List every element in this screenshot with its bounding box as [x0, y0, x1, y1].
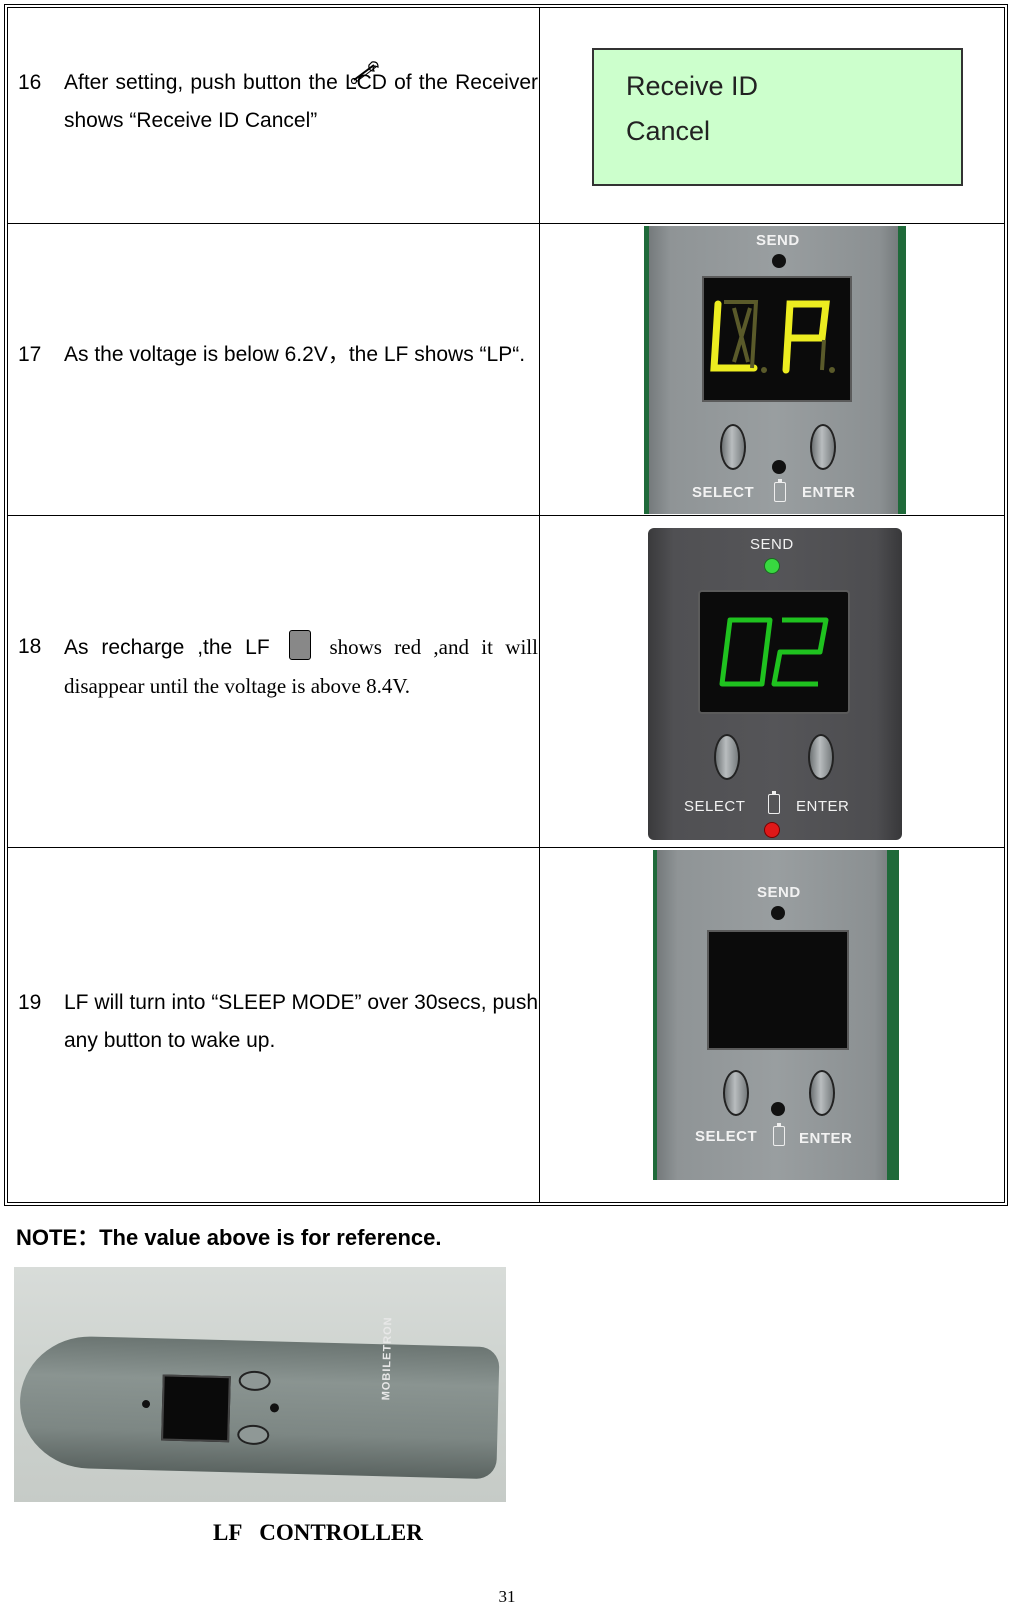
enter-label: ENTER: [802, 484, 856, 501]
lf-display: [698, 590, 850, 714]
send-led-green: [764, 558, 780, 574]
battery-icon: [774, 479, 786, 502]
lf-display: [702, 276, 852, 402]
send-label: SEND: [757, 884, 801, 901]
status-led: [771, 1102, 785, 1116]
step-18-text: 18 As recharge ,the LF shows red ,and it…: [18, 628, 538, 706]
lp-digits: [710, 300, 835, 374]
step-19-text: 19 LF will turn into “SLEEP MODE” over 3…: [18, 984, 538, 1060]
select-label: SELECT: [684, 798, 746, 815]
controller-status-led: [269, 1403, 280, 1413]
send-led: [771, 906, 785, 920]
table-row-19: 19 LF will turn into “SLEEP MODE” over 3…: [8, 848, 1004, 1202]
digits-02: [719, 617, 829, 687]
controller-body: MOBILETRON: [18, 1316, 500, 1480]
column-divider: [539, 8, 540, 1202]
select-label: SELECT: [692, 484, 755, 501]
controller-enter-button: [238, 1370, 271, 1392]
lf-panel-lp: SEND: [644, 226, 906, 514]
battery-icon: [768, 791, 780, 814]
step-17-description: As the voltage is below 6.2V，the LF show…: [64, 343, 526, 366]
step-number: 16: [18, 71, 42, 94]
table-row-16: 16 After setting, push button the LCD of…: [8, 8, 1004, 224]
figure-caption: LF CONTROLLER: [213, 1520, 423, 1545]
select-button[interactable]: [714, 734, 740, 780]
send-label: SEND: [756, 232, 800, 249]
select-button[interactable]: [723, 1070, 749, 1116]
controller-select-button: [237, 1424, 270, 1446]
controller-screen: [161, 1374, 231, 1443]
step-17-text: 17 As the voltage is below 6.2V，the LF s…: [18, 336, 538, 374]
enter-button[interactable]: [808, 734, 834, 780]
lf-display-off: [707, 930, 849, 1050]
send-led: [772, 254, 786, 268]
controller-brand: MOBILETRON: [380, 1316, 395, 1401]
table-row-17: 17 As the voltage is below 6.2V，the LF s…: [8, 224, 1004, 516]
status-led: [772, 460, 786, 474]
charge-led-red: [764, 822, 780, 838]
lf-controller-photo: MOBILETRON: [14, 1267, 506, 1502]
lcd-line-1: Receive ID: [626, 71, 759, 101]
instruction-table: 16 After setting, push button the LCD of…: [4, 4, 1008, 1206]
step-16-text: 16 After setting, push button the LCD of…: [18, 64, 538, 140]
reference-note: NOTE：The value above is for reference.: [16, 1225, 442, 1250]
enter-label: ENTER: [799, 1130, 853, 1147]
step-18-description-a: As recharge ,the LF: [64, 636, 270, 659]
send-label: SEND: [750, 536, 794, 553]
lf-panel-sleep: SEND SELECT ENTER: [653, 850, 899, 1180]
lf-panel-02: SEND SELECT ENTER: [648, 528, 902, 840]
step-number: 18: [18, 635, 42, 658]
receiver-lcd: Receive ID Cancel: [592, 48, 963, 186]
table-row-18: 18 As recharge ,the LF shows red ,and it…: [8, 516, 1004, 848]
battery-icon: [288, 630, 311, 660]
step-number: 17: [18, 343, 42, 366]
step-16-description: After setting, push button the LCD of th…: [64, 71, 538, 132]
enter-button[interactable]: [809, 1070, 835, 1116]
step-19-description: LF will turn into “SLEEP MODE” over 30se…: [64, 991, 538, 1052]
step-18-description-b: shows red ,and it will disappear until t…: [64, 635, 538, 698]
battery-icon: [773, 1123, 785, 1146]
page-number: 31: [498, 1587, 516, 1606]
step-number: 19: [18, 991, 42, 1014]
lcd-line-2: Cancel: [626, 116, 711, 146]
enter-label: ENTER: [796, 798, 850, 815]
controller-send-led: [141, 1399, 151, 1409]
enter-button[interactable]: [810, 424, 836, 470]
select-button[interactable]: [720, 424, 746, 470]
wrench-icon: [350, 61, 379, 84]
select-label: SELECT: [695, 1128, 758, 1145]
